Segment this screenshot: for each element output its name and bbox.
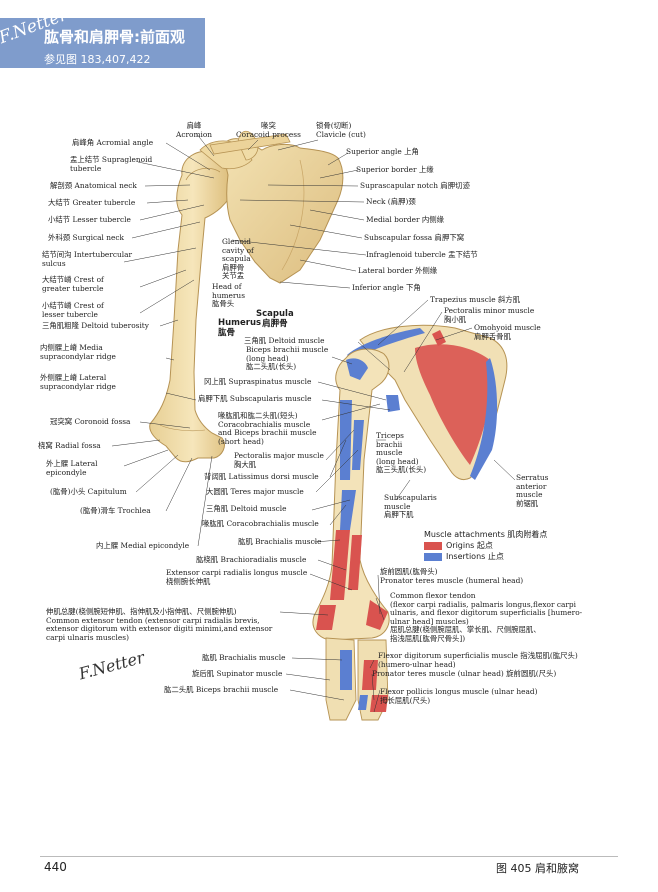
label-common-flexor: Common flexor tendon (flexor carpi radia… (390, 591, 583, 643)
label-radial-fossa: 桡窝 Radial fossa (38, 441, 101, 450)
label-common-extensor: 伸肌总腱(桡侧腕短伸肌、指伸肌及小指伸肌、尺侧腕伸肌) Common exten… (46, 607, 273, 642)
label-triceps: Triceps brachii muscle (long head) 肱三头肌(… (376, 431, 427, 475)
label-supraglenoid: 盂上结节 Supraglenoid tubercle (70, 155, 153, 173)
label-brachialis-lower: 肱肌 Brachialis muscle (202, 653, 286, 662)
label-lateral-supracondylar: 外侧髁上嵴 Lateral supracondylar ridge (40, 373, 116, 391)
label-coracobrachialis-biceps: 喙肱肌和肱二头肌(短头) Coracobrachialis muscle and… (218, 411, 317, 446)
label-teres-major: 大圆肌 Teres major muscle (206, 487, 304, 496)
label-anatomical-neck: 解剖颈 Anatomical neck (50, 181, 137, 190)
label-head-humerus: Head of humerus 肱骨头 (212, 282, 245, 309)
legend-origins: Origins 起点 (424, 540, 493, 551)
label-capitulum: (肱骨)小头 Capitulum (50, 487, 127, 496)
insertions-label: Insertions 止点 (446, 552, 504, 561)
leader-lines (111, 132, 516, 713)
label-intertubercular: 结节间沟 Intertubercular sulcus (42, 250, 133, 268)
label-pronator-ulnar: Pronator teres muscle (ulnar head) 旋前圆肌(… (372, 669, 557, 678)
forearm-bones (325, 637, 389, 721)
insertions-swatch (424, 552, 442, 561)
label-subscapular-fossa: Subscapular fossa 肩胛下窝 (364, 233, 465, 242)
origins-label: Origins 起点 (446, 541, 493, 550)
label-humerus: Humerus 肱骨 (218, 318, 262, 338)
label-medial-border: Medial border 内侧缘 (366, 215, 445, 224)
label-brachialis-upper: 肱肌 Brachialis muscle (238, 537, 322, 546)
label-omohyoid: Omohyoid muscle 肩胛舌骨肌 (474, 323, 541, 341)
label-acromial-angle: 肩峰角 Acromial angle (72, 138, 154, 147)
origins-swatch (424, 541, 442, 550)
label-glenoid: Glenoid cavity of scapula 肩胛骨 关节盂 (222, 237, 254, 281)
label-pectoralis-major: Pectoralis major muscle 胸大肌 (234, 451, 324, 469)
label-coracoid: 喙突 Coracoid process (236, 121, 301, 139)
label-surgical-neck: 外科颈 Surgical neck (48, 233, 124, 242)
header-band (0, 18, 205, 68)
label-medial-supracondylar: 内侧髁上嵴 Media supracondylar ridge (40, 343, 116, 361)
see-also-reference: 参见图 183,407,422 (44, 53, 151, 66)
label-inferior-angle: Inferior angle 下角 (352, 283, 421, 292)
label-coronoid-fossa: 冠突窝 Coronoid fossa (50, 417, 131, 426)
label-acromion: 肩峰 Acromion (176, 121, 213, 139)
label-ecrl: Extensor carpi radialis longus muscle 桡侧… (166, 568, 308, 586)
page-number: 440 (44, 860, 67, 874)
legend-title: Muscle attachments 肌肉附着点 (424, 530, 548, 539)
label-trochlea: (肱骨)滑车 Trochlea (80, 506, 151, 515)
label-crest-greater: 大结节嵴 Crest of greater tubercle (42, 275, 104, 293)
label-neck-scapula: Neck (肩胛)颈 (366, 197, 416, 206)
label-deltoid-tuberosity: 三角肌粗隆 Deltoid tuberosity (42, 321, 149, 330)
label-fpl: Flexor pollicis longus muscle (ulnar hea… (380, 687, 538, 705)
label-superior-angle: Superior angle 上角 (346, 147, 419, 156)
label-pectoralis-minor: Pectoralis minor muscle 胸小肌 (444, 306, 535, 324)
label-serratus: Serratus anterior muscle 前锯肌 (516, 473, 549, 508)
label-fds: Flexor digitorum superficialis muscle 指浅… (378, 651, 578, 669)
label-coracobrachialis: 喙肱肌 Coracobrachialis muscle (202, 519, 319, 528)
label-deltoid-mid: 三角肌 Deltoid muscle (206, 504, 287, 513)
label-deltoid-top: 三角肌 Deltoid muscle (244, 336, 325, 345)
footer-rule (40, 856, 618, 857)
label-infraglenoid: Infraglenoid tubercle 盂下结节 (366, 250, 478, 259)
label-suprascapular-notch: Suprascapular notch 肩胛切迹 (360, 181, 470, 190)
label-latissimus: 背阔肌 Latissimus dorsi muscle (204, 472, 319, 481)
left-scapula (199, 130, 344, 284)
label-trapezius: Trapezius muscle 斜方肌 (430, 295, 521, 304)
label-supinator: 旋后肌 Supinator muscle (192, 669, 283, 678)
label-crest-lesser: 小结节嵴 Crest of lesser tubercle (42, 301, 104, 319)
label-greater-tubercle: 大结节 Greater tubercle (48, 198, 136, 207)
label-biceps-long: Biceps brachii muscle (long head) 肱二头肌(长… (246, 345, 329, 372)
label-scapula: Scapula 肩胛骨 (256, 309, 294, 329)
label-subscapularis-left: 肩胛下肌 Subscapularis muscle (198, 394, 312, 403)
legend-insertions: Insertions 止点 (424, 551, 504, 562)
label-supraspinatus: 冈上肌 Supraspinatus muscle (204, 377, 312, 386)
label-superior-border: Superior border 上缘 (356, 165, 434, 174)
label-brachioradialis: 肱桡肌 Brachioradialis muscle (196, 555, 307, 564)
page-title: 肱骨和肩胛骨:前面观 (44, 28, 185, 46)
label-biceps-lower: 肱二头肌 Biceps brachii muscle (164, 685, 279, 694)
label-lesser-tubercle: 小结节 Lesser tubercle (48, 215, 131, 224)
right-scapula (347, 324, 508, 481)
figure-caption: 图 405 肩和腋窝 (496, 862, 579, 875)
label-subscapularis-right: Subscapularis muscle 肩胛下肌 (384, 493, 437, 520)
label-medial-epicondyle: 内上髁 Medial epicondyle (96, 541, 190, 550)
label-lateral-border: Lateral border 外侧缘 (358, 266, 438, 275)
label-pronator-humeral: 旋前圆肌(肱骨头) Pronator teres muscle (humeral… (380, 567, 524, 585)
label-lateral-epicondyle: 外上髁 Lateral epicondyle (46, 459, 98, 477)
label-clavicle: 锁骨(切断) Clavicle (cut) (316, 121, 366, 139)
